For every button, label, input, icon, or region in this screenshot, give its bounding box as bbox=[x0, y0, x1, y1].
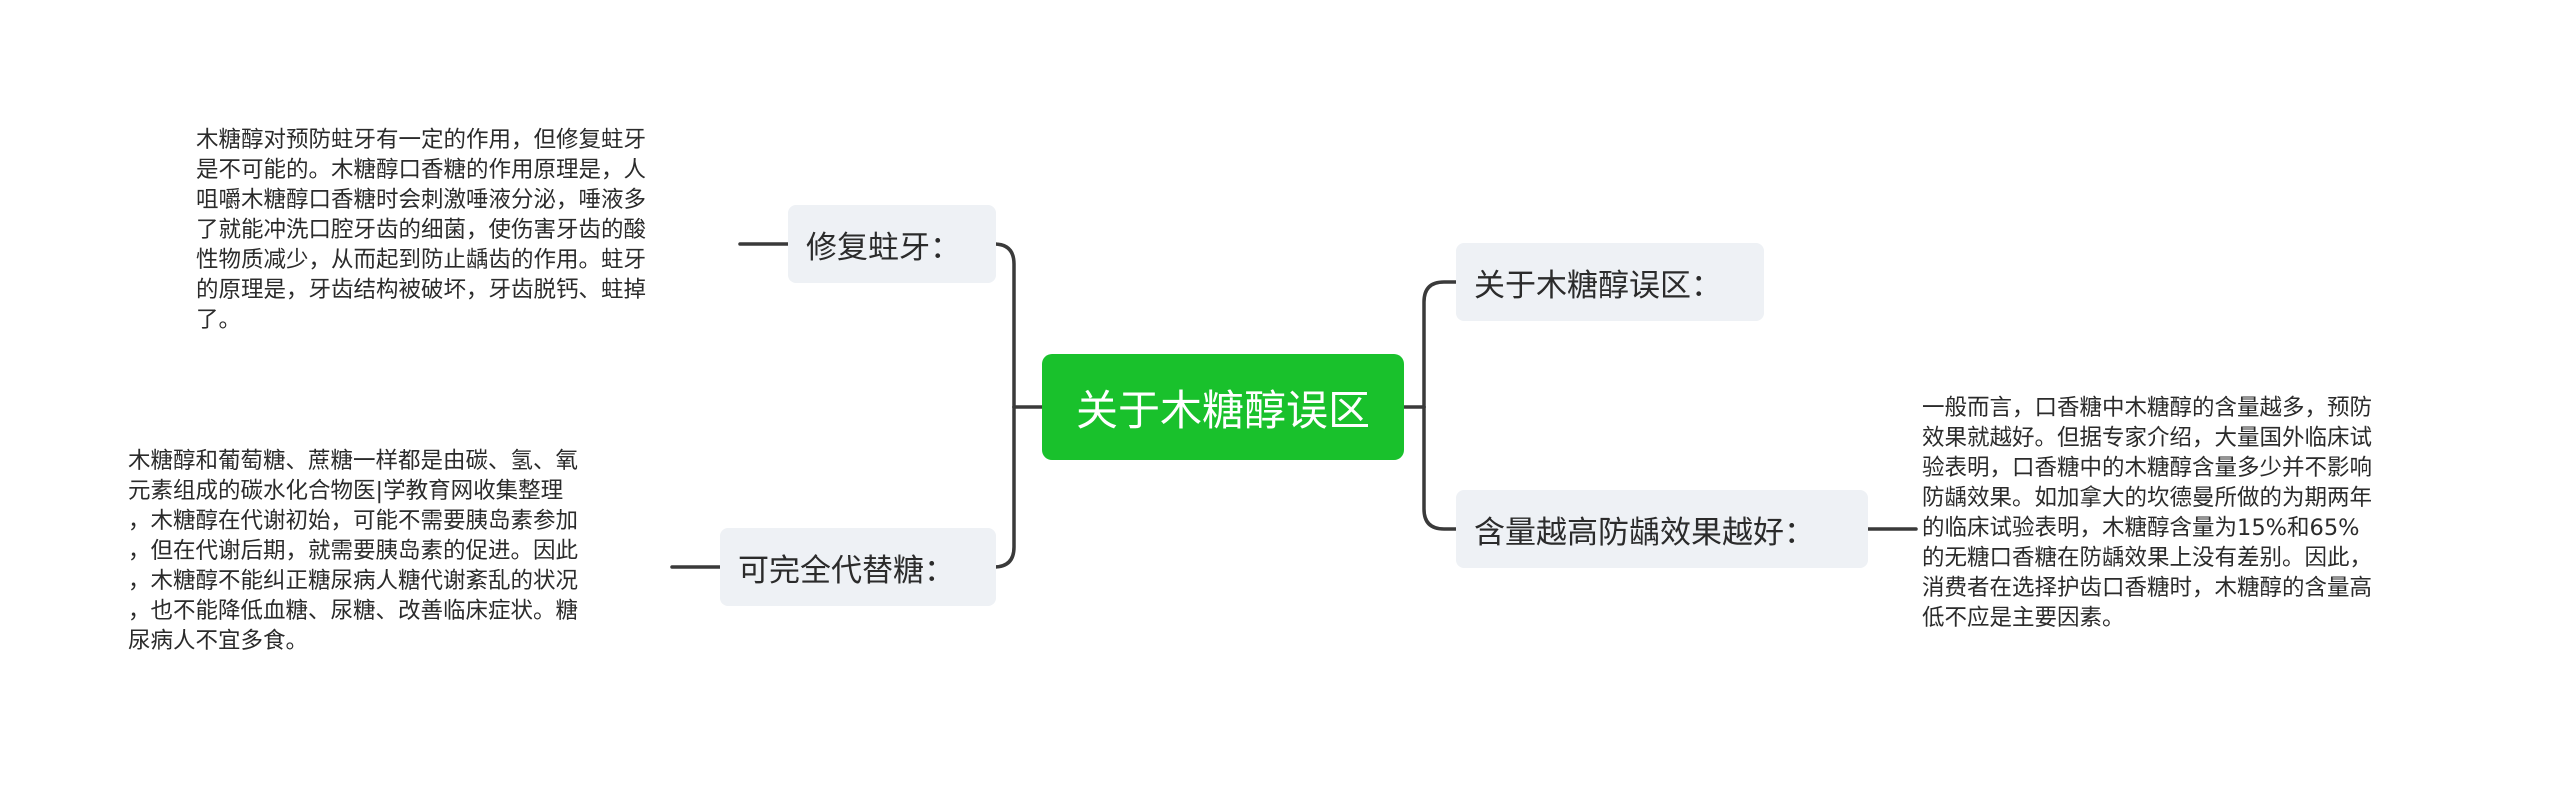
note-repair-cavities: 木糖醇对预防蛀牙有一定的作用，但修复蛀牙 是不可能的。木糖醇口香糖的作用原理是，… bbox=[196, 127, 647, 333]
branch-higher-content-better[interactable]: 含量越高防龋效果越好： bbox=[1456, 490, 1868, 568]
root-topic-label: 关于木糖醇误区 bbox=[1075, 385, 1370, 435]
note-higher-content-better: 一般而言，口香糖中木糖醇的含量越多，预防 效果就越好。但据专家介绍，大量国外临床… bbox=[1922, 395, 2373, 631]
branch-label: 修复蛀牙： bbox=[806, 229, 961, 266]
branch-about-xylitol-myths[interactable]: 关于木糖醇误区： bbox=[1456, 243, 1764, 321]
connector-right-branch-2 bbox=[1422, 405, 1458, 531]
branch-repair-cavities[interactable]: 修复蛀牙： bbox=[788, 205, 996, 283]
note-replace-sugar: 木糖醇和葡萄糖、蔗糖一样都是由碳、氢、氧 元素组成的碳水化合物医|学教育网收集整… bbox=[128, 448, 579, 654]
branch-label: 可完全代替糖： bbox=[738, 552, 955, 589]
branch-label: 关于木糖醇误区： bbox=[1474, 267, 1722, 304]
branch-replace-sugar[interactable]: 可完全代替糖： bbox=[720, 528, 996, 606]
connector-left-branch-1 bbox=[993, 242, 1016, 409]
root-topic[interactable]: 关于木糖醇误区 bbox=[1042, 354, 1404, 460]
connector-left-branch-2 bbox=[993, 405, 1016, 569]
connector-right-branch-1 bbox=[1422, 280, 1458, 409]
branch-label: 含量越高防龋效果越好： bbox=[1474, 514, 1815, 551]
